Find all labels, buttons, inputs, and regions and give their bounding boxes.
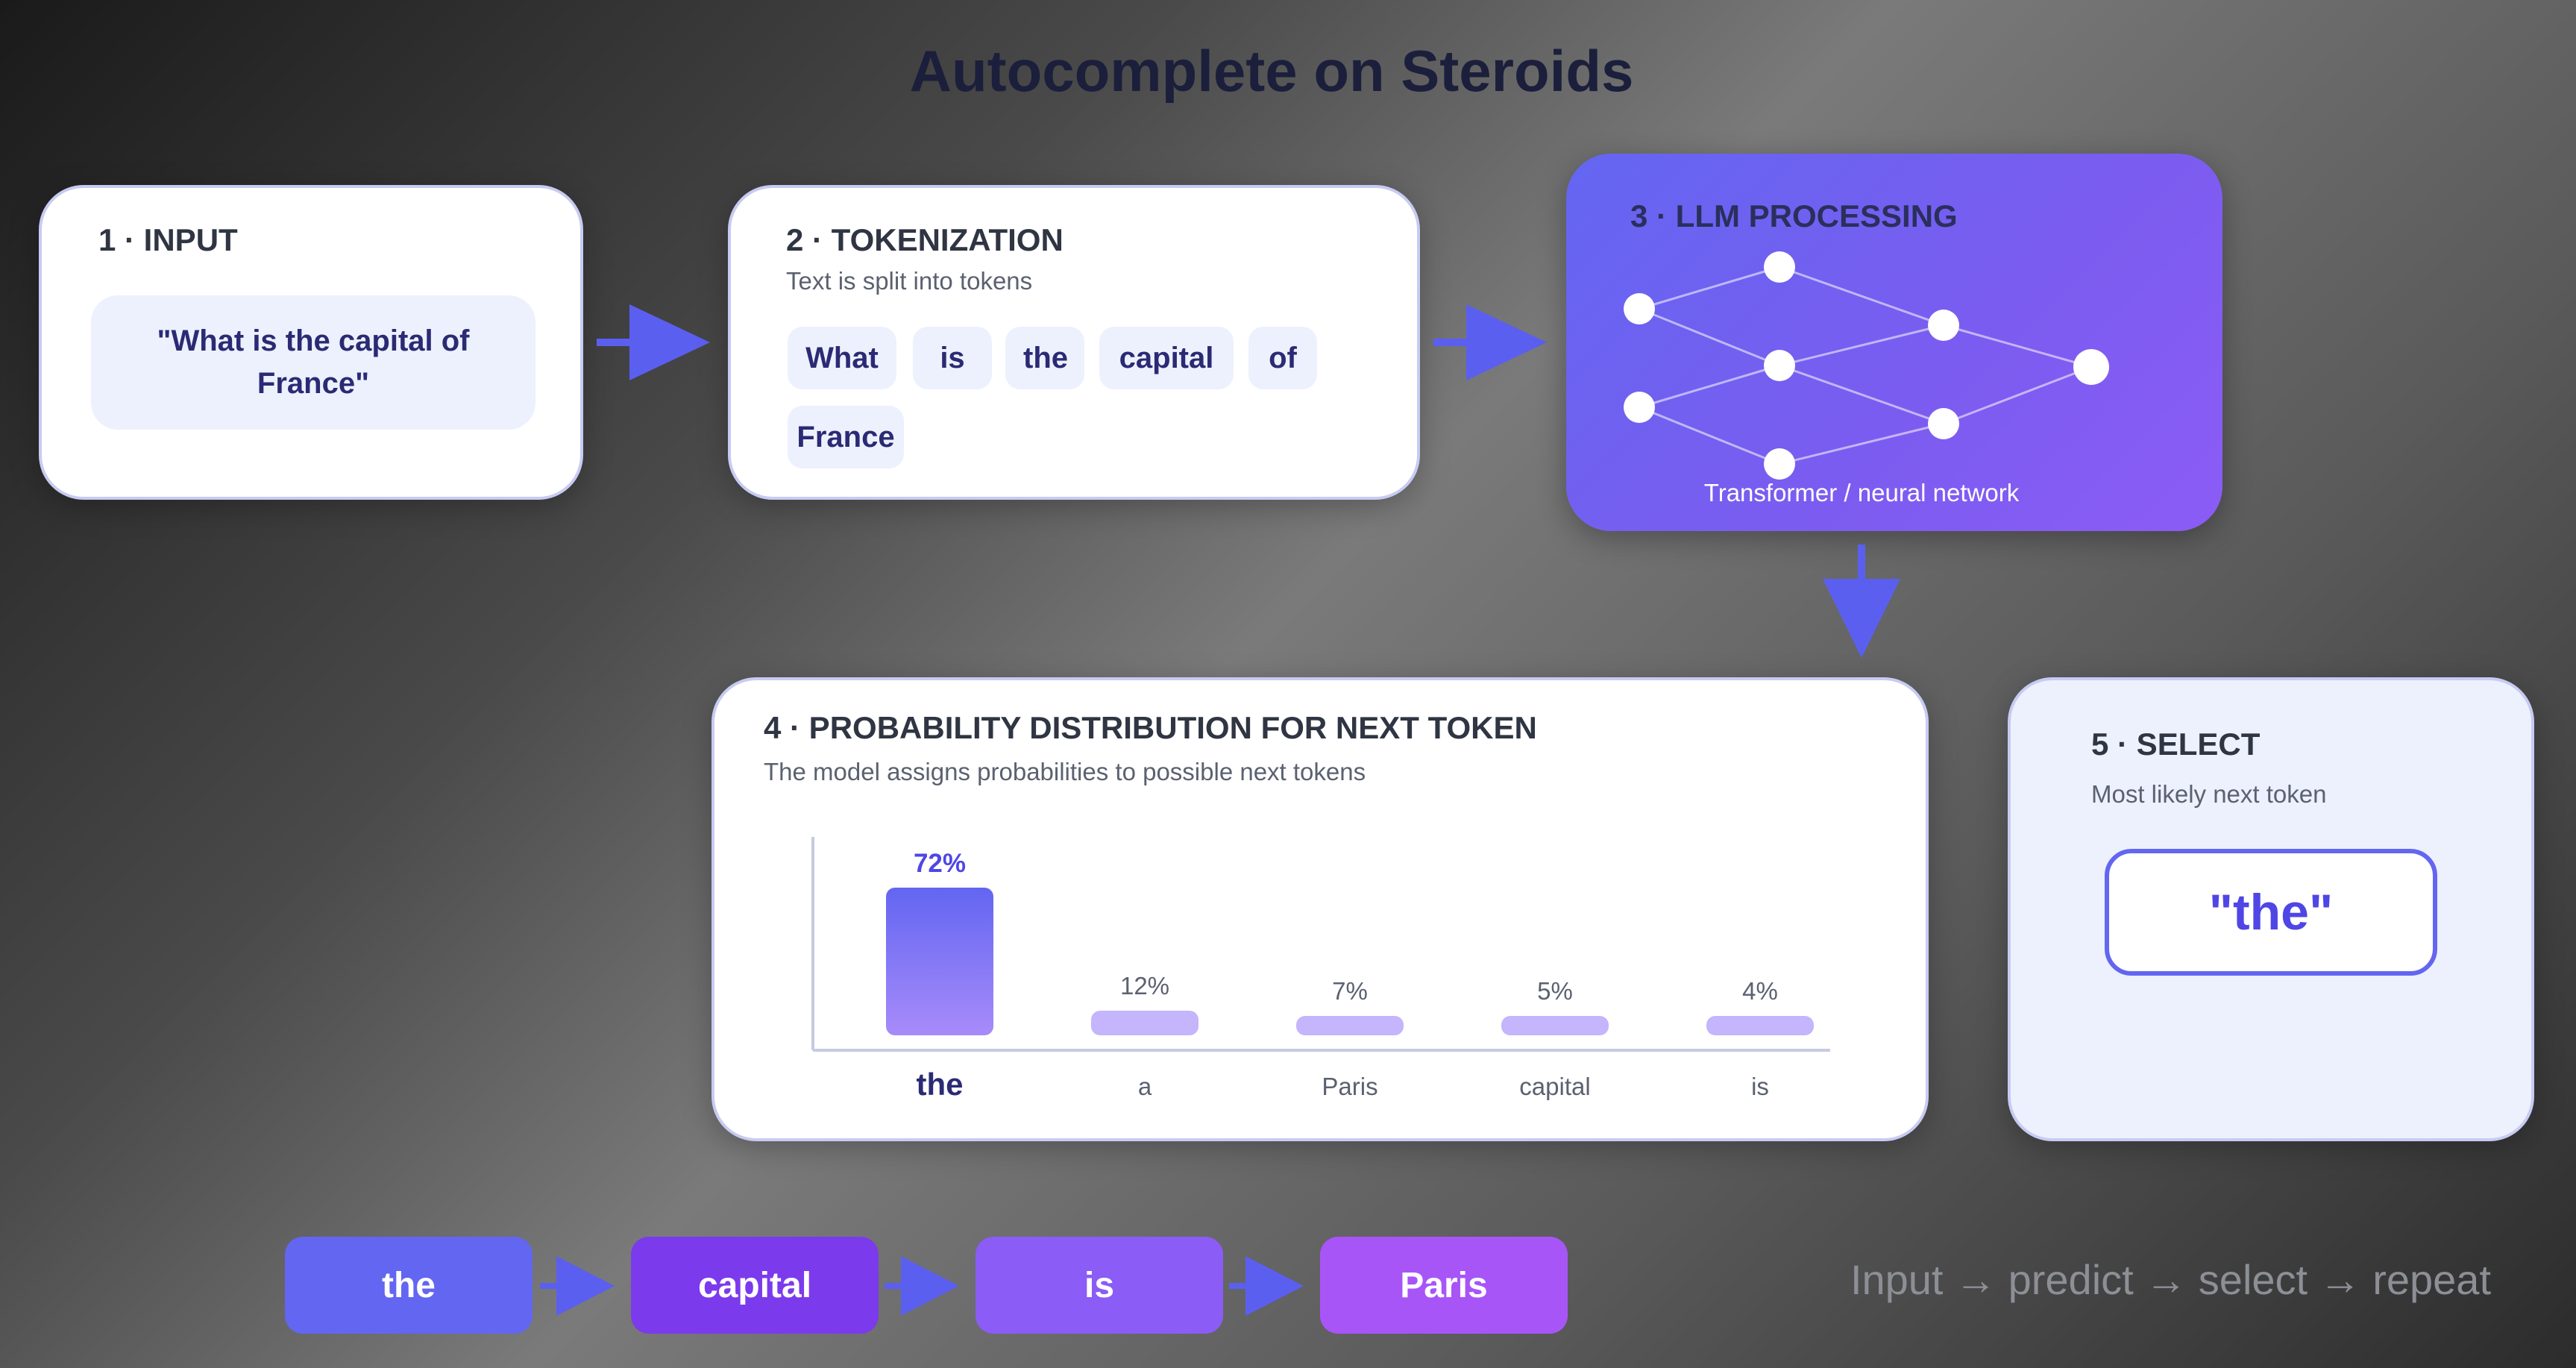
arrow-right-icon — [597, 304, 710, 380]
llm-caption: Transformer / neural network — [1703, 479, 2020, 506]
tokenization-card: 2 · TOKENIZATION Text is split into toke… — [728, 185, 1420, 500]
bar-the — [886, 888, 993, 1035]
sequence-token: the — [285, 1237, 533, 1334]
page-title: Autocomplete on Steroids — [909, 38, 1634, 104]
bar-value-label: 5% — [1537, 977, 1573, 1005]
input-text-box: "What is the capital of France" — [91, 295, 535, 430]
llm-processing-card: 3 · LLM PROCESSING Transformer / neural … — [1566, 154, 2222, 531]
token-chip: the — [1005, 327, 1084, 389]
category-label: Paris — [1322, 1073, 1378, 1100]
token-chip: What — [788, 327, 896, 389]
neural-network-icon — [1624, 251, 2109, 480]
token-chip: is — [913, 327, 992, 389]
distribution-heading: 4 · PROBABILITY DISTRIBUTION FOR NEXT TO… — [764, 710, 1537, 745]
sequence-token: is — [976, 1237, 1223, 1334]
tokenization-subtitle: Text is split into tokens — [786, 267, 1033, 295]
selected-token: "the" — [2208, 884, 2334, 941]
token-chip: France — [788, 406, 904, 468]
bar-value-label: 72% — [913, 849, 967, 878]
arrow-right-icon — [885, 1256, 959, 1316]
bar-paris — [1296, 1016, 1404, 1035]
probability-bar-chart — [811, 837, 1830, 1052]
select-card: 5 · SELECT Most likely next token "the" — [2008, 677, 2534, 1141]
selected-token-box: "the" — [2105, 849, 2437, 976]
bar-value-label: 7% — [1332, 977, 1368, 1005]
input-text: "What is the capital of France" — [157, 324, 470, 400]
footer-caption: Input → predict → select → repeat — [1850, 1256, 2491, 1303]
category-label: is — [1751, 1073, 1769, 1100]
input-heading: 1 · INPUT — [98, 222, 238, 257]
input-card: 1 · INPUT "What is the capital of France… — [39, 185, 583, 500]
category-label: a — [1137, 1073, 1152, 1100]
arrow-right-icon — [1433, 304, 1547, 380]
distribution-card: 4 · PROBABILITY DISTRIBUTION FOR NEXT TO… — [711, 677, 1929, 1141]
arrow-right-icon — [540, 1256, 615, 1316]
category-label: the — [916, 1067, 964, 1102]
select-subtitle: Most likely next token — [2091, 780, 2327, 808]
token-chip: capital — [1099, 327, 1234, 389]
arrow-down-icon — [1823, 545, 1900, 658]
bar-value-label: 12% — [1119, 972, 1170, 1000]
bar-is — [1706, 1016, 1814, 1035]
select-heading: 5 · SELECT — [2091, 727, 2261, 762]
bar-value-label: 4% — [1742, 977, 1778, 1005]
sequence-token: capital — [631, 1237, 879, 1334]
bar-a — [1091, 1011, 1199, 1035]
tokenization-heading: 2 · TOKENIZATION — [786, 222, 1064, 257]
llm-heading: 3 · LLM PROCESSING — [1630, 198, 1958, 233]
arrow-right-icon — [1229, 1256, 1304, 1316]
token-chip: of — [1248, 327, 1317, 389]
category-label: capital — [1519, 1073, 1591, 1100]
distribution-subtitle: The model assigns probabilities to possi… — [764, 758, 1366, 785]
bar-capital — [1501, 1016, 1609, 1035]
sequence-token: Paris — [1320, 1237, 1568, 1334]
